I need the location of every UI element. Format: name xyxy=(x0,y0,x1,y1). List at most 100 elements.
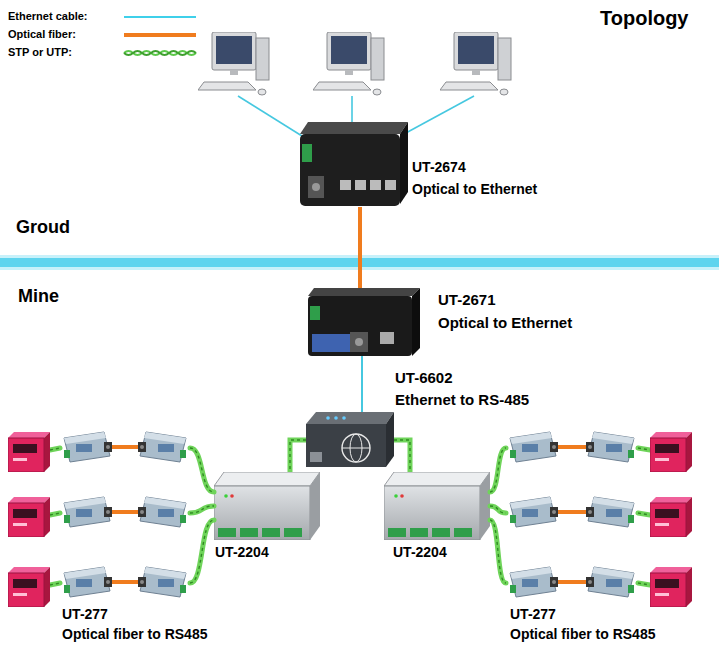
field-terminal xyxy=(8,567,50,607)
twisted-pair-braid xyxy=(50,448,60,450)
twisted-pair xyxy=(490,448,506,492)
device-top xyxy=(308,288,420,296)
pc-icon xyxy=(313,32,384,95)
fiber-port-dot xyxy=(312,183,320,191)
device-side xyxy=(412,288,420,356)
ut277-converter xyxy=(586,432,634,462)
device-top xyxy=(306,412,394,424)
legend-twisted-sample xyxy=(124,51,196,55)
ut2204-device xyxy=(214,472,320,540)
ut277-converter xyxy=(138,497,186,527)
twisted-pair-braid xyxy=(638,583,650,585)
optical-fiber xyxy=(558,445,586,449)
model-name: UT-2204 xyxy=(393,544,447,561)
device-node: UT-2204 xyxy=(384,472,490,540)
twisted-pair xyxy=(638,448,650,450)
twisted-pair xyxy=(50,513,60,515)
field-terminal xyxy=(650,567,692,607)
field-terminal xyxy=(650,432,692,472)
twisted-pair-braid xyxy=(50,513,60,515)
twisted-pair xyxy=(394,440,410,472)
twisted-pair xyxy=(190,506,214,513)
rj45-port xyxy=(310,452,322,462)
device-side xyxy=(400,122,408,204)
twisted-pair-braid xyxy=(50,583,60,585)
ethernet-cable xyxy=(351,96,353,122)
ut2204-device xyxy=(384,472,490,540)
rj45-port xyxy=(385,180,396,190)
twisted-pair-braid xyxy=(638,513,650,515)
twisted-pair xyxy=(490,506,506,513)
zone-label: Mine xyxy=(18,286,59,308)
model-name: UT-6602 xyxy=(395,369,453,387)
model-description: Optical to Ethernet xyxy=(438,314,572,332)
fiber-port xyxy=(308,176,324,198)
ut277-converter xyxy=(510,567,558,597)
fiber-port xyxy=(350,332,368,352)
model-description: Optical to Ethernet xyxy=(412,181,537,198)
ut277-converter xyxy=(64,432,112,462)
ut277-converter xyxy=(138,567,186,597)
twisted-pair-braid xyxy=(190,506,214,513)
terminal-block xyxy=(302,144,312,162)
pc-icon xyxy=(198,32,269,95)
device-node: UT-2674Optical to Ethernet xyxy=(300,122,408,207)
ut2671-device xyxy=(308,288,420,356)
model-name: UT-2204 xyxy=(215,544,269,561)
twisted-pair-braid xyxy=(490,448,506,492)
globe-logo xyxy=(342,448,370,449)
rj45-port xyxy=(380,332,394,344)
twisted-pair xyxy=(190,520,214,583)
rj45-port xyxy=(370,180,381,190)
twisted-pair-braid xyxy=(290,440,306,472)
field-terminal xyxy=(8,497,50,537)
ethernet-cable xyxy=(404,96,474,134)
led xyxy=(334,416,338,420)
twisted-pair-braid xyxy=(490,520,506,583)
twisted-pair xyxy=(638,513,650,515)
field-terminal xyxy=(650,497,692,537)
optical-fiber xyxy=(558,580,586,584)
legend-ethernet-sample xyxy=(124,16,196,18)
ut277-converter xyxy=(586,567,634,597)
twisted-pair xyxy=(490,520,506,583)
fiber-port-dot xyxy=(355,338,363,346)
ut277-converter xyxy=(64,567,112,597)
zone-label: Groud xyxy=(16,217,70,239)
field-terminal xyxy=(8,432,50,472)
twisted-pair-braid xyxy=(394,440,410,472)
device-node: UT-6602Ethernet to RS-485 xyxy=(306,412,394,467)
legend-text: Ethernet cable: xyxy=(8,10,87,23)
led xyxy=(326,416,330,420)
device-front xyxy=(300,134,400,206)
pc-icon xyxy=(440,32,511,95)
legend-fiber-sample xyxy=(124,33,196,37)
ut277-converter xyxy=(510,432,558,462)
optical-fiber xyxy=(112,580,138,584)
device-front xyxy=(308,296,412,356)
device-side xyxy=(386,412,394,467)
ut6602-device xyxy=(306,412,394,467)
globe-logo xyxy=(342,434,370,462)
device-label: UT-277 xyxy=(62,606,108,623)
rj45-port xyxy=(340,180,351,190)
twisted-pair xyxy=(638,583,650,585)
device-stripe xyxy=(312,334,352,352)
ut277-converter xyxy=(138,432,186,462)
model-name: UT-2674 xyxy=(412,159,466,176)
terminal-block xyxy=(310,306,320,320)
twisted-pair xyxy=(50,448,60,450)
optical-fiber xyxy=(112,445,138,449)
twisted-pair-braid xyxy=(490,506,506,513)
ut277-converter xyxy=(64,497,112,527)
twisted-pair xyxy=(50,583,60,585)
optical-fiber xyxy=(358,207,362,288)
legend-text: STP or UTP: xyxy=(8,46,72,59)
twisted-pair xyxy=(290,440,306,472)
model-description: Ethernet to RS-485 xyxy=(395,391,529,409)
device-node: UT-2671Optical to Ethernet xyxy=(308,288,420,356)
